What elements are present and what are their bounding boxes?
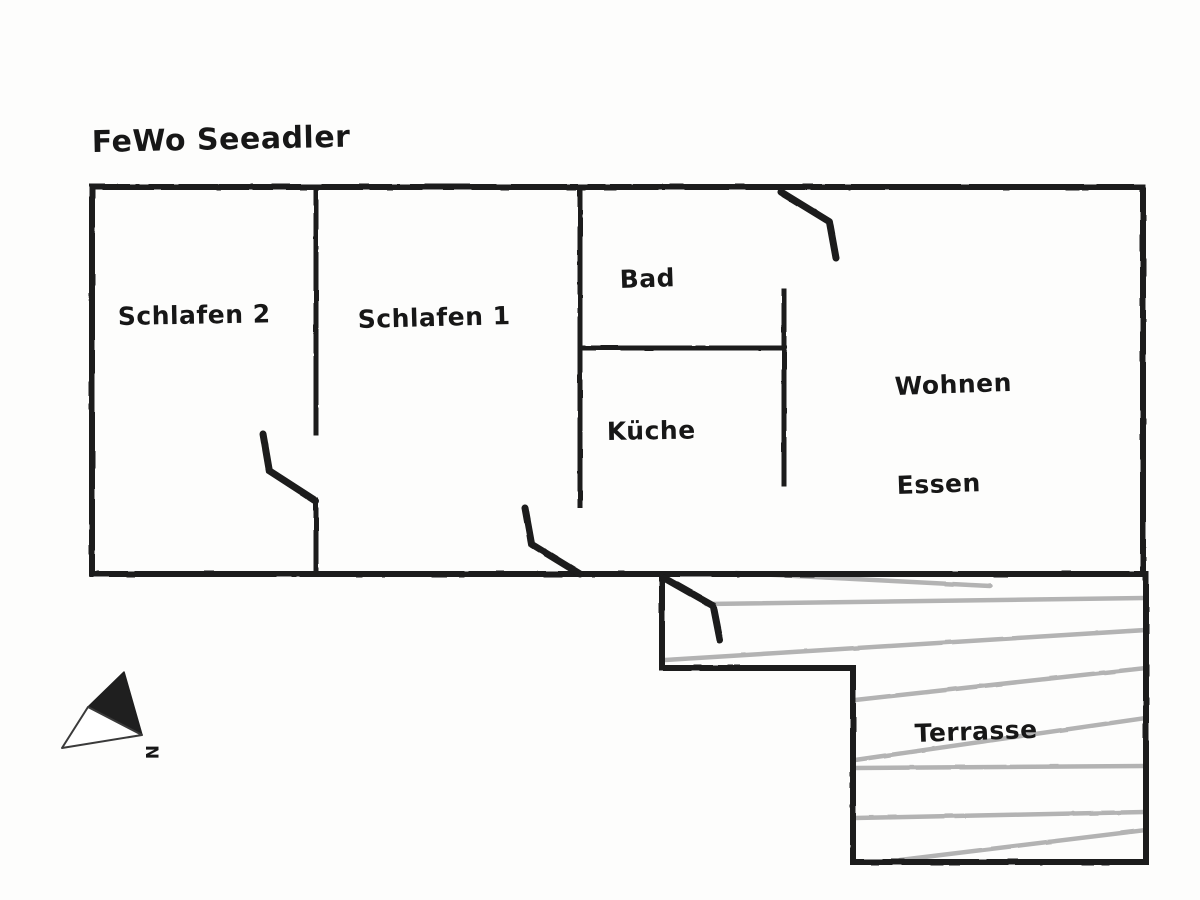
door-terrasse <box>660 574 724 644</box>
hatch-line-1 <box>703 595 1149 607</box>
door-schlafen2 <box>259 430 320 505</box>
interior-walls <box>313 184 787 577</box>
compass-north-label: N <box>141 745 161 760</box>
room-label-schlafen1: Schlafen 1 <box>357 301 511 334</box>
room-label-bad: Bad <box>619 263 675 294</box>
compass-rose: N <box>61 671 161 760</box>
room-label-schlafen2: Schlafen 2 <box>118 299 271 331</box>
exterior-walls <box>89 184 1146 577</box>
door-symbols <box>259 188 840 644</box>
hatch-line-4 <box>852 715 1149 763</box>
hatch-line-2 <box>662 627 1149 663</box>
hatch-line-3 <box>852 665 1149 703</box>
plan-title: FeWo Seeadler <box>91 120 350 160</box>
room-label-kueche: Küche <box>607 415 696 446</box>
door-schlafen1 <box>521 504 584 578</box>
hatch-line-7 <box>897 827 1149 863</box>
door-bad <box>777 188 840 262</box>
room-label-terrasse: Terrasse <box>914 715 1038 748</box>
terrace-outline <box>659 571 1149 865</box>
room-label-wohnen: Wohnen <box>894 368 1012 401</box>
hatch-line-5 <box>852 763 1149 771</box>
hatch-line-6 <box>852 809 1149 821</box>
room-label-essen: Essen <box>896 468 981 500</box>
compass-needle-open <box>61 706 143 749</box>
